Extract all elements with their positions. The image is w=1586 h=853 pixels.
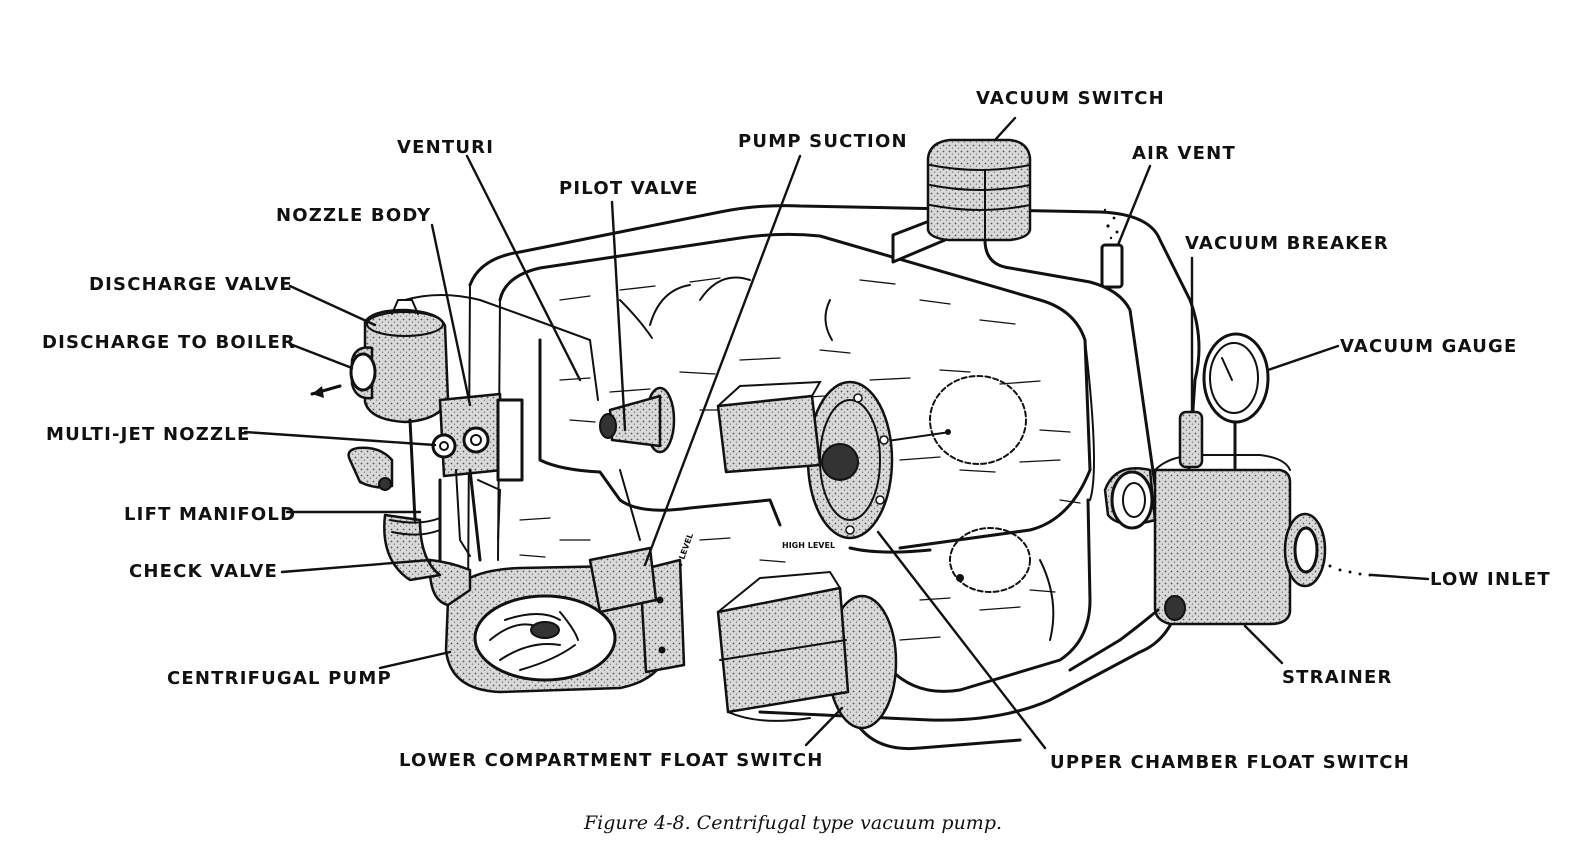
strainer-unit: [1103, 259, 1372, 626]
nozzle-body-unit: [347, 392, 524, 562]
label-venturi: VENTURI: [397, 137, 495, 158]
lower-float-switch-unit: [716, 570, 898, 730]
label-discharge-to-boiler: DISCHARGE TO BOILER: [42, 332, 296, 353]
leader-lines: [243, 116, 1430, 750]
pilot-valve-unit: [599, 386, 676, 454]
upper-float-switch-unit: [716, 380, 894, 540]
label-strainer: STRAINER: [1282, 667, 1393, 688]
label-low-inlet: LOW INLET: [1430, 569, 1551, 590]
label-lower-compartment-float-switch: LOWER COMPARTMENT FLOAT SWITCH: [399, 750, 824, 771]
pump-suction-pipe: [588, 469, 658, 614]
label-vacuum-breaker: VACUUM BREAKER: [1185, 233, 1389, 254]
label-discharge-valve: DISCHARGE VALVE: [89, 274, 293, 295]
high-level-mark: HIGH LEVEL: [782, 541, 835, 550]
label-nozzle-body: NOZZLE BODY: [276, 205, 432, 226]
label-vacuum-switch: VACUUM SWITCH: [976, 88, 1165, 109]
label-air-vent: AIR VENT: [1132, 143, 1236, 164]
label-centrifugal-pump: CENTRIFUGAL PUMP: [167, 668, 392, 689]
figure-caption: Figure 4-8. Centrifugal type vacuum pump…: [583, 812, 1003, 834]
vacuum-switch-unit: [891, 138, 1162, 522]
label-multi-jet-nozzle: MULTI-JET NOZZLE: [46, 424, 251, 445]
label-check-valve: CHECK VALVE: [129, 561, 279, 582]
air-vent-unit: [1100, 208, 1124, 289]
label-pump-suction: PUMP SUCTION: [738, 131, 908, 152]
label-lift-manifold: LIFT MANIFOLD: [124, 504, 297, 525]
label-pilot-valve: PILOT VALVE: [559, 178, 699, 199]
discharge-valve-unit: [310, 294, 599, 424]
label-upper-chamber-float-switch: UPPER CHAMBER FLOAT SWITCH: [1050, 752, 1410, 773]
label-vacuum-gauge: VACUUM GAUGE: [1340, 336, 1518, 357]
